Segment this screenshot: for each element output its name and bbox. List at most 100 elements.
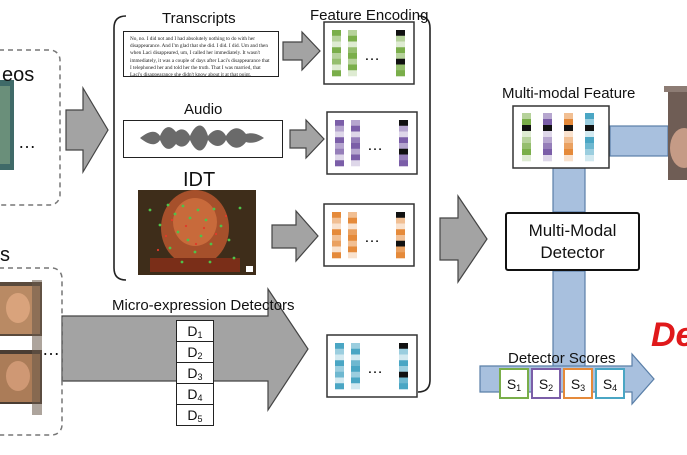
transcript-feature-bar bbox=[348, 58, 357, 65]
audio-box bbox=[123, 120, 283, 158]
micro-detector-index: 1 bbox=[197, 330, 203, 340]
to-detector-arrow bbox=[439, 194, 488, 284]
micro-feature-bar bbox=[399, 377, 408, 384]
audio-waveform bbox=[140, 125, 264, 151]
audio-arrow bbox=[289, 118, 325, 160]
speaker-photo bbox=[664, 86, 687, 180]
audio-feature-bar bbox=[335, 125, 344, 132]
multimodal-feature-bar bbox=[522, 137, 531, 144]
transcript-feature-bar bbox=[348, 41, 357, 48]
idt-feature-bar bbox=[332, 229, 341, 236]
micro-detector-index: 5 bbox=[197, 414, 203, 424]
audio-label: Audio bbox=[184, 101, 223, 118]
micro-feature-bar bbox=[335, 348, 344, 355]
micro-detector-index: 4 bbox=[197, 393, 203, 403]
multimodal-feature-bar bbox=[585, 131, 594, 138]
detector-scores-label: Detector Scores bbox=[508, 350, 616, 367]
multimodal-feature-bar bbox=[543, 125, 552, 132]
idt-feature-bar bbox=[332, 246, 341, 253]
videos-label: eos bbox=[2, 64, 35, 86]
audio-feature-bar bbox=[335, 160, 344, 167]
feature-ellipsis: … bbox=[367, 137, 383, 154]
idt-feature-bar bbox=[396, 240, 405, 247]
idt-arrow bbox=[271, 209, 319, 263]
audio-feature-bar bbox=[335, 120, 344, 127]
idt-feature-bar bbox=[348, 252, 357, 259]
multimodal-feature-bar bbox=[522, 119, 531, 126]
audio-feature-bar bbox=[399, 148, 408, 155]
micro-detector-letter: D bbox=[187, 407, 198, 423]
feature-ellipsis: … bbox=[364, 229, 380, 246]
transcript-feature-bar bbox=[396, 35, 405, 42]
feature-encoding-label: Feature Encoding bbox=[310, 7, 429, 24]
idt-feature-bar bbox=[396, 246, 405, 253]
multimodal-feature-bar bbox=[522, 155, 531, 162]
audio-feature-bar bbox=[351, 160, 360, 167]
transcript-text: No, no. I did not and I had absolutely n… bbox=[123, 31, 279, 77]
right-bracket bbox=[417, 15, 431, 393]
transcript-feature-bar bbox=[348, 53, 357, 60]
audio-feature-bar bbox=[399, 154, 408, 161]
deception-label: De bbox=[651, 316, 687, 354]
transcript-feature-bar bbox=[396, 30, 405, 37]
micro-feature-bar bbox=[351, 377, 360, 384]
audio-feature-bar bbox=[399, 125, 408, 132]
score-letter: S bbox=[538, 375, 549, 392]
multimodal-feature-bar bbox=[543, 155, 552, 162]
score-index: 2 bbox=[548, 382, 554, 393]
idt-feature-bar bbox=[396, 217, 405, 224]
idt-feature-bar bbox=[332, 240, 341, 247]
micro-detector-letter: D bbox=[187, 386, 198, 402]
score-index: 4 bbox=[612, 382, 618, 393]
multimodal-detector-box: Multi-Modal Detector bbox=[505, 212, 640, 271]
micro-detector-letter: D bbox=[187, 323, 198, 339]
idt-feature-bar bbox=[348, 229, 357, 236]
audio-feature-bar bbox=[399, 143, 408, 150]
faces-dashed-box bbox=[0, 267, 63, 436]
audio-feature-bar bbox=[335, 131, 344, 138]
audio-feature-bar bbox=[335, 137, 344, 144]
multimodal-feature-bar bbox=[564, 143, 573, 150]
idt-feature-bar bbox=[348, 212, 357, 219]
idt-feature-bar bbox=[396, 212, 405, 219]
multimodal-feature-bar bbox=[543, 149, 552, 156]
audio-feature-bar bbox=[351, 125, 360, 132]
micro-feature-bar bbox=[351, 354, 360, 361]
transcript-feature-bar bbox=[332, 47, 341, 54]
detector-line1: Multi-Modal bbox=[528, 220, 617, 240]
multimodal-feature-bar bbox=[585, 143, 594, 150]
multimodal-feature-bar bbox=[564, 131, 573, 138]
multimodal-feature-bar bbox=[564, 125, 573, 132]
micro-feature-bar bbox=[399, 366, 408, 373]
audio-feature-bar bbox=[351, 154, 360, 161]
audio-feature-bar bbox=[399, 120, 408, 127]
transcript-feature-bar bbox=[332, 58, 341, 65]
multimodal-feature-label: Multi-modal Feature bbox=[502, 85, 636, 102]
micro-feature-bar bbox=[351, 366, 360, 373]
feature-to-detector-pillar bbox=[552, 167, 586, 213]
faces-ellipsis: … bbox=[42, 339, 61, 359]
multimodal-feature-bar bbox=[543, 119, 552, 126]
multimodal-feature-bar bbox=[522, 149, 531, 156]
micro-feature-bar bbox=[351, 360, 360, 367]
idt-feature-bar bbox=[396, 235, 405, 242]
idt-feature-bar bbox=[396, 252, 405, 259]
detector-line2: Detector bbox=[540, 242, 605, 262]
multimodal-feature-bar bbox=[522, 125, 531, 132]
multimodal-feature-bar bbox=[585, 149, 594, 156]
left-bracket bbox=[113, 15, 127, 281]
idt-feature-bar bbox=[332, 235, 341, 242]
multimodal-feature-bar bbox=[564, 155, 573, 162]
score-letter: S bbox=[602, 375, 613, 392]
audio-feature-bar bbox=[399, 137, 408, 144]
multimodal-feature-bar bbox=[522, 143, 531, 150]
transcript-feature-bar bbox=[332, 70, 341, 77]
transcripts-arrow bbox=[282, 30, 321, 72]
multimodal-feature-bar bbox=[522, 113, 531, 120]
